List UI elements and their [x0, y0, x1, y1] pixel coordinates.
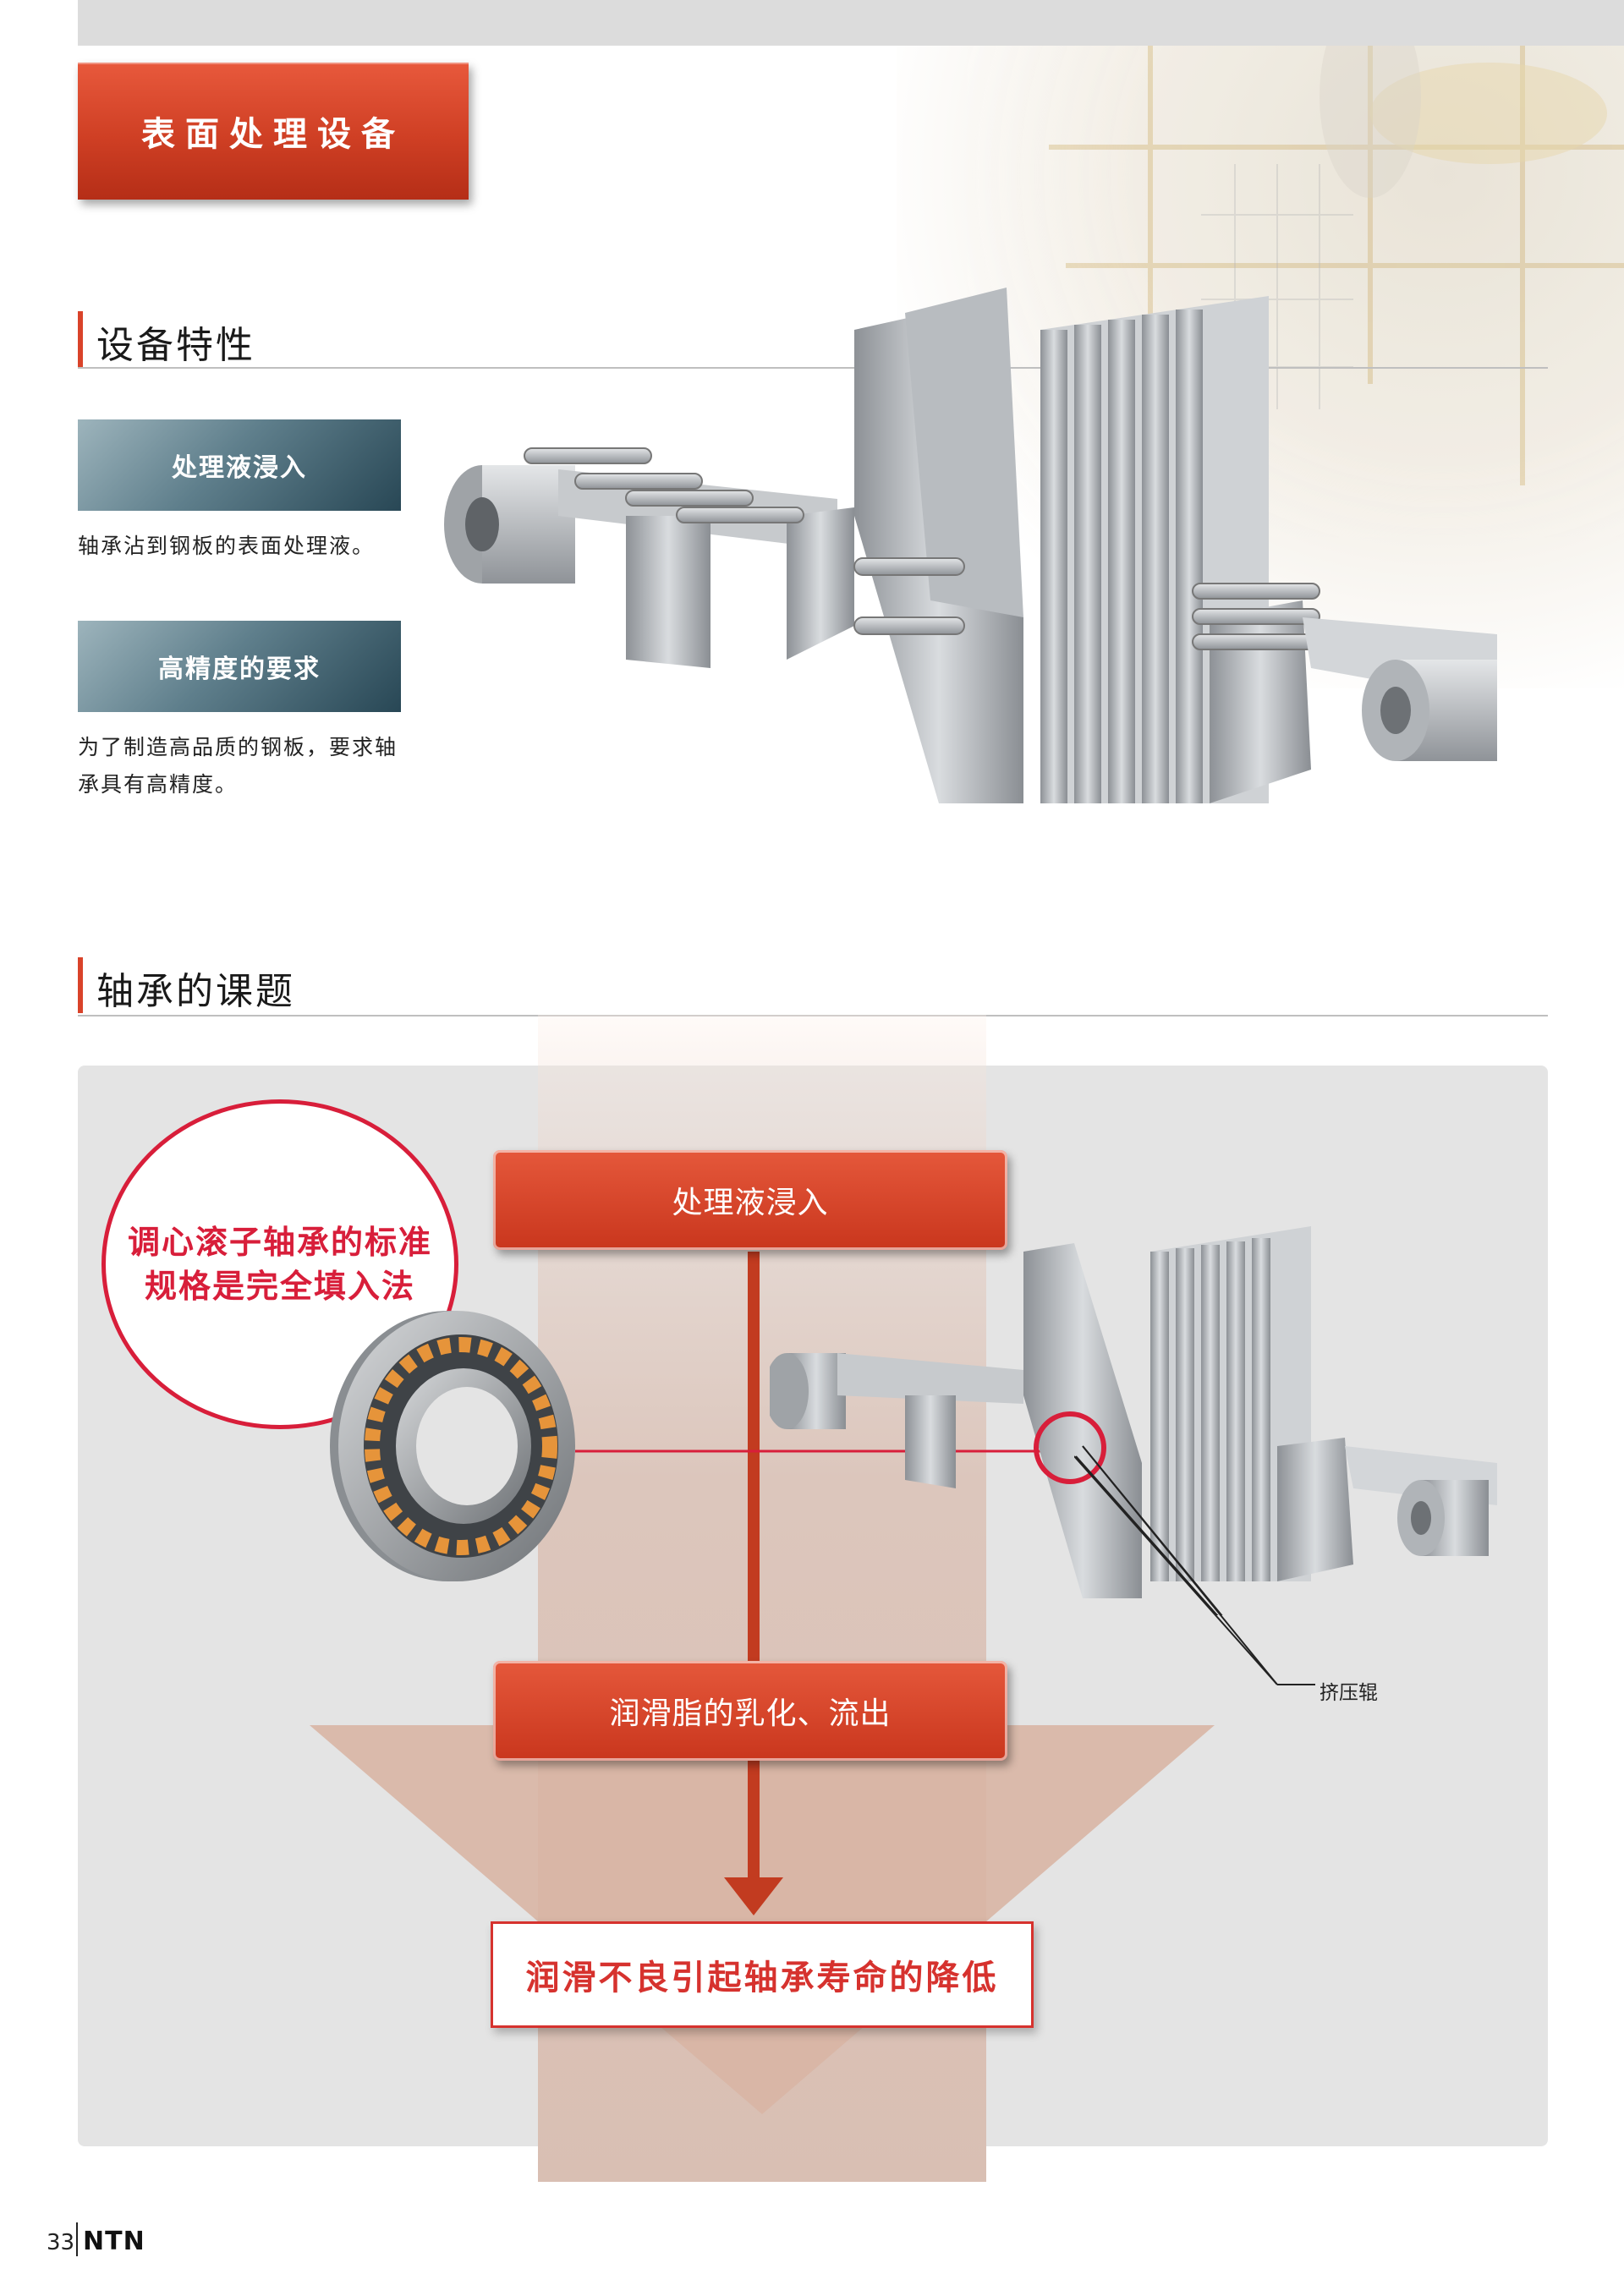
section-title-problems: 轴承的课题	[96, 970, 295, 1013]
spherical-roller-bearing-illustration	[330, 1311, 575, 1581]
down-triangle-arrow	[310, 1725, 1215, 2114]
bearing-link-line	[575, 1449, 1100, 1453]
flow-step-liquid-ingress: 处理液浸入	[493, 1150, 1007, 1250]
spec-note-line2: 规格是完全填入法	[144, 1268, 415, 1305]
squeeze-roll-line-illustration	[770, 1226, 1497, 1615]
section-rule	[78, 367, 1548, 369]
factory-structure-illustration	[1049, 0, 1624, 485]
feature-text-high-precision-line2: 承具有高精度。	[78, 772, 239, 797]
page-number: 33	[47, 2230, 75, 2255]
flow-step-grease-emulsion: 润滑脂的乳化、流出	[493, 1661, 1007, 1761]
header-badge	[78, 63, 469, 200]
feature-label-high-precision: 高精度的要求	[78, 621, 401, 712]
footer-divider	[76, 2222, 78, 2256]
top-band	[78, 0, 1624, 46]
result-box: 润滑不良引起轴承寿命的降低	[491, 1921, 1034, 2028]
section-marker	[78, 311, 83, 367]
feature-label-liquid-ingress: 处理液浸入	[78, 419, 401, 511]
callout-label-squeeze-roll: 挤压辊	[1320, 1682, 1378, 1704]
brand-logo: NTN	[83, 2227, 145, 2256]
result-text: 润滑不良引起轴承寿命的降低	[525, 1959, 999, 1997]
feature-text-liquid-ingress: 轴承沾到钢板的表面处理液。	[78, 534, 376, 558]
feature-text-high-precision-line1: 为了制造高品质的钢板，要求轴	[78, 735, 398, 759]
steel-strip-processing-line-illustration	[444, 288, 1497, 803]
section-title-features: 设备特性	[96, 324, 255, 367]
page-title: 表面处理设备	[141, 115, 405, 154]
spec-note-line1: 调心滚子轴承的标准	[127, 1224, 432, 1261]
section-marker	[78, 957, 83, 1013]
callout-leader	[1074, 1445, 1315, 1685]
